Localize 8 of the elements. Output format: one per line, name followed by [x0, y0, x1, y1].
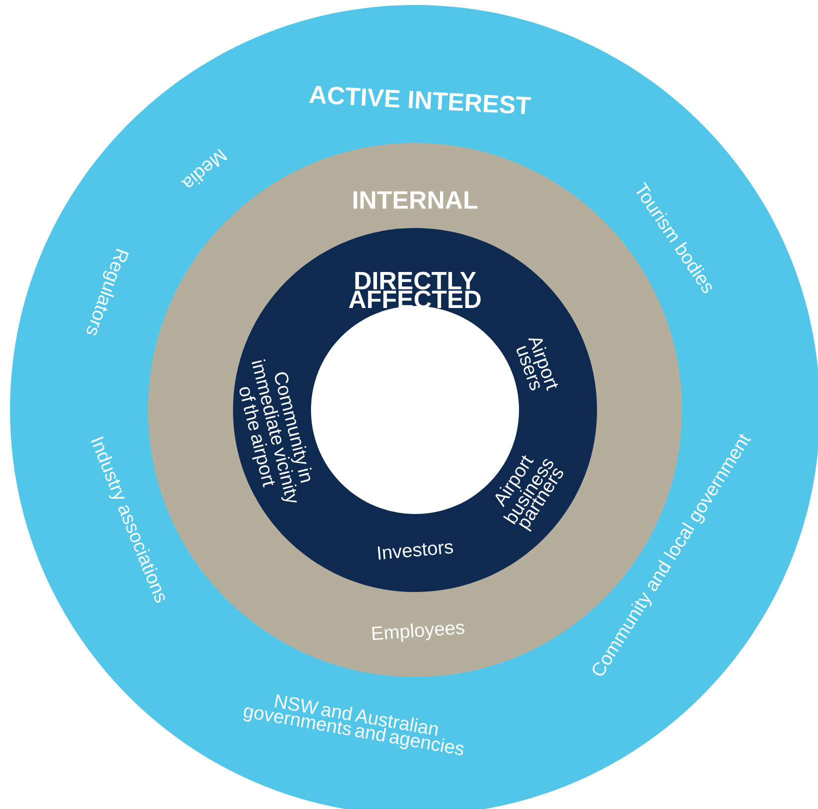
ring-heading: INTERNAL — [354, 191, 478, 209]
stakeholder-label: Community in immediate vicinity of the airport — [240, 359, 312, 502]
stakeholder-label: Investors — [378, 543, 454, 560]
ring-heading: DIRECTLY AFFECTED — [348, 272, 481, 308]
stakeholder-label: NSW and Australian governments and agencies — [243, 694, 464, 756]
stakeholder-label: Airport users — [516, 338, 558, 391]
ring-heading: ACTIVE INTEREST — [309, 86, 532, 114]
stakeholder-label: Employees — [372, 624, 464, 642]
